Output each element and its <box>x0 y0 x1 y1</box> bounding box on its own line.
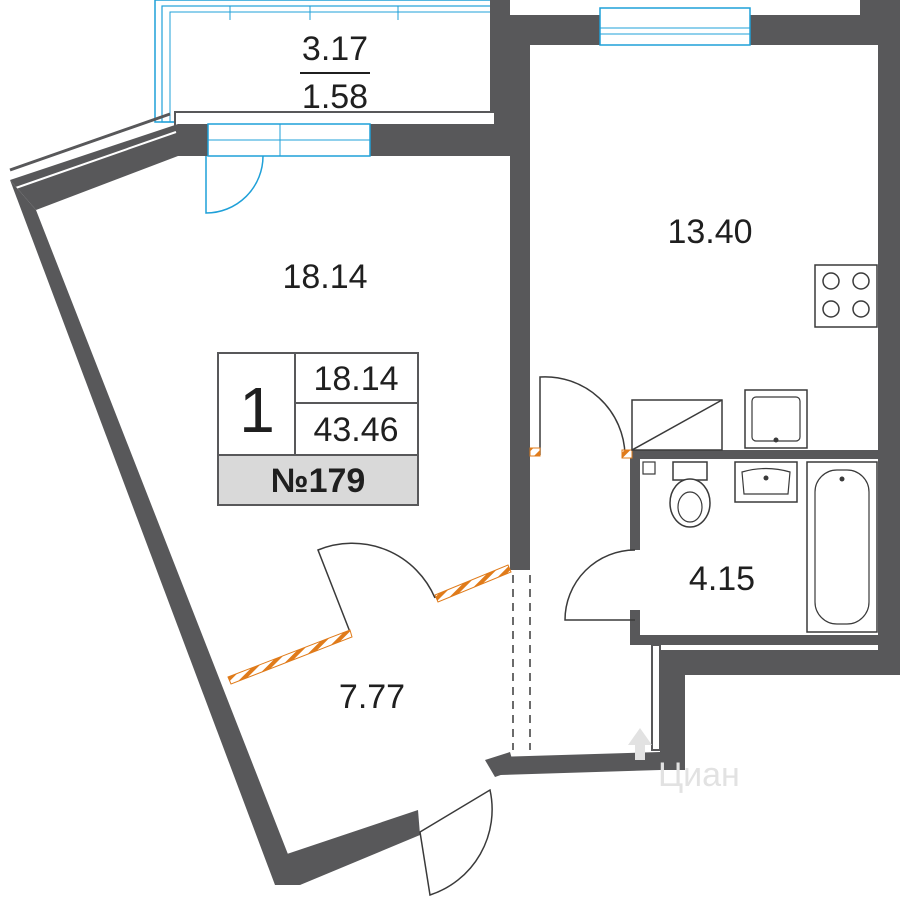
stove <box>814 264 878 328</box>
total-area-value: 43.46 <box>313 411 398 449</box>
area-labels: 3.17 1.58 18.14 13.40 4.15 7.77 <box>282 30 755 716</box>
kitchen-area: 13.40 <box>667 213 752 251</box>
hallway-area: 7.77 <box>339 678 405 716</box>
walls <box>9 0 900 885</box>
stove-burner-icon <box>822 272 840 290</box>
cian-logo-icon <box>628 728 652 760</box>
bathroom-area: 4.15 <box>689 560 755 598</box>
balcony-right-wall <box>490 0 510 128</box>
kitchen-door-swing <box>539 376 626 456</box>
stove-burner-icon <box>852 272 870 290</box>
shaft-icon <box>642 461 656 475</box>
apartment-number-bg <box>219 456 417 504</box>
windows <box>207 7 751 157</box>
toilet-icon <box>669 478 711 528</box>
balcony-area: 3.17 <box>302 30 368 68</box>
entrance-door-swing <box>419 788 493 896</box>
stove-burner-icon <box>852 300 870 318</box>
balcony-coef-area: 1.58 <box>302 78 368 116</box>
kitchen-window <box>599 7 751 46</box>
stove-burner-icon <box>822 300 840 318</box>
bathroom-door-swing <box>564 549 636 621</box>
balcony-door-swing <box>205 155 264 214</box>
toilet-tank <box>672 461 708 481</box>
bathroom-fixtures <box>642 461 878 633</box>
watermark: Циан <box>628 728 740 794</box>
bathtub <box>806 461 878 633</box>
rooms-count: 1 <box>239 374 275 446</box>
partition-kitchen-bathroom <box>630 450 880 459</box>
partition-living-kitchen <box>510 15 530 570</box>
living-area-value: 18.14 <box>313 360 398 398</box>
living-room-area: 18.14 <box>282 258 367 296</box>
info-block: 1 18.14 43.46 №179 <box>217 352 419 506</box>
apartment-number: №179 <box>271 462 366 500</box>
doors <box>205 155 636 896</box>
kitchen-sink <box>744 389 808 449</box>
living-opening-hatch <box>227 629 353 685</box>
kitchen-fixtures <box>631 264 878 451</box>
living-door-swing <box>317 542 436 633</box>
watermark-text: Циан <box>658 756 740 794</box>
kitchen-opening-hatch <box>434 564 512 603</box>
